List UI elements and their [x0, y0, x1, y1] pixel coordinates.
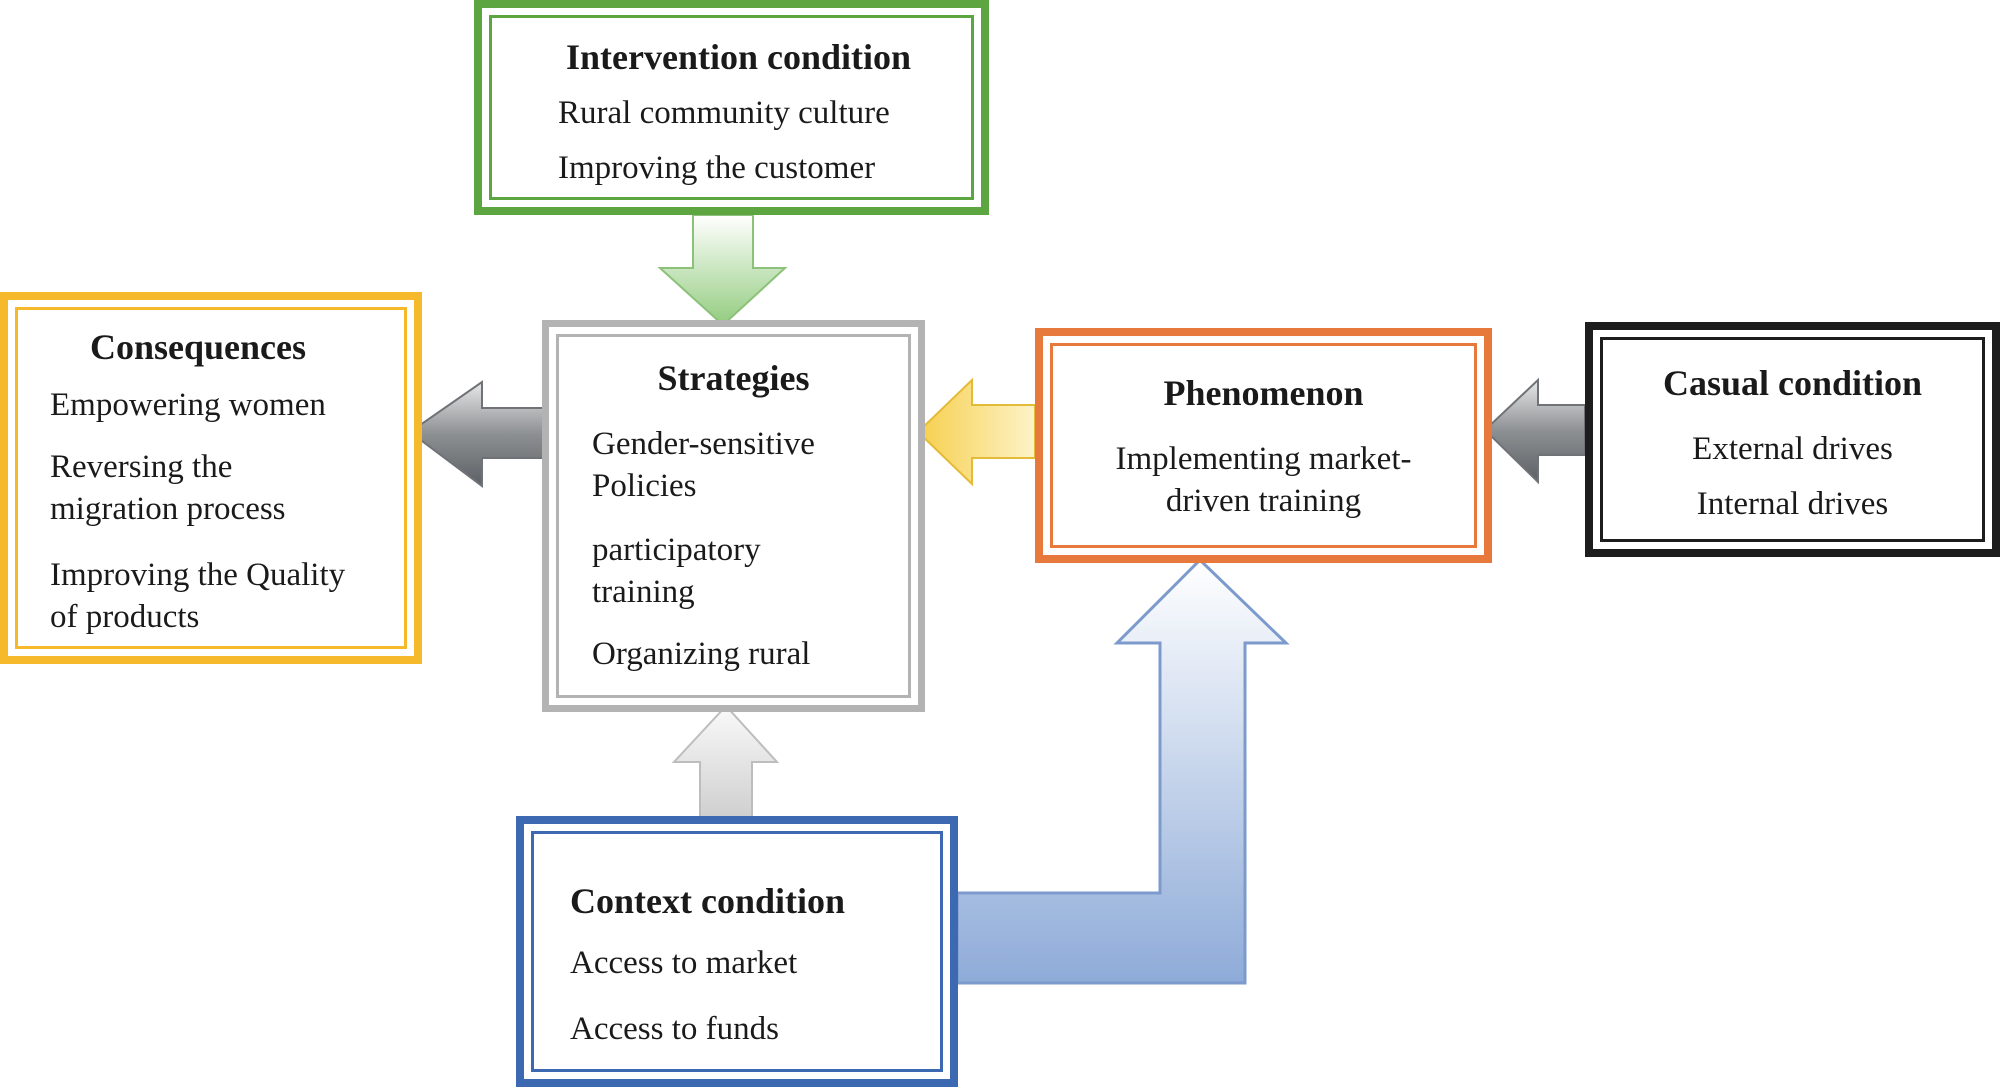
phenomenon-title: Phenomenon [1163, 373, 1364, 413]
strategies-box: Strategies Gender-sensitive Policies par… [542, 320, 925, 712]
arrow-context-to-phenomenon [955, 557, 1290, 985]
arrow-phenomenon-to-strategies [916, 377, 1036, 487]
context-condition-box: Context condition Access to market Acces… [516, 816, 958, 1087]
intervention-condition-box: Intervention condition Rural community c… [474, 0, 989, 215]
arrow-casual-to-phenomenon [1483, 377, 1586, 485]
consequences-box: Consequences Empowering women Reversing … [0, 292, 422, 664]
arrow-intervention-to-strategies [657, 214, 788, 327]
casual-condition-box: Casual condition External drives Interna… [1585, 322, 2000, 557]
consequences-item-1: Empowering women [50, 387, 326, 423]
strategies-item-1: Gender-sensitive Policies [592, 426, 815, 504]
arrow-strategies-to-consequences [408, 380, 549, 488]
context-item-2: Access to funds [570, 1011, 779, 1047]
consequences-item-3: Improving the Quality of products [50, 557, 346, 635]
consequences-item-2: Reversing the migration process [50, 449, 286, 527]
intervention-title: Intervention condition [566, 37, 912, 77]
consequences-title: Consequences [90, 327, 307, 367]
intervention-item-2: Improving the customer [558, 150, 876, 186]
context-item-1: Access to market [570, 945, 798, 981]
phenomenon-item-1: Implementing market-driven training [1115, 441, 1412, 519]
context-title: Context condition [570, 881, 846, 921]
phenomenon-box: Phenomenon Implementing market-driven tr… [1035, 328, 1492, 563]
strategies-item-3: Organizing rural [592, 636, 811, 672]
intervention-item-1: Rural community culture [558, 95, 890, 131]
casual-title: Casual condition [1662, 363, 1923, 403]
casual-item-1: External drives [1692, 431, 1893, 467]
arrow-context-to-strategies [671, 704, 780, 819]
strategies-title: Strategies [657, 358, 810, 398]
casual-item-2: Internal drives [1696, 486, 1889, 522]
strategies-item-2: participatory training [592, 532, 761, 610]
